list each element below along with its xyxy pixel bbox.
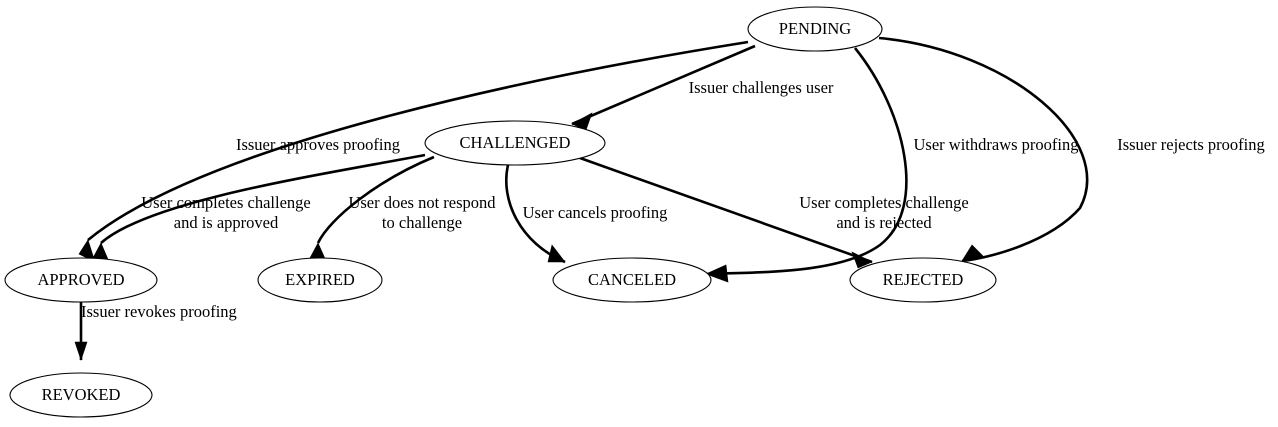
arrowhead-icon: [851, 251, 873, 269]
edge-label-pending-challenged: Issuer challenges user: [689, 78, 834, 97]
edge-line-challenged-approved: [100, 153, 426, 244]
edge-line-pending-challenged: [571, 44, 756, 126]
node-label-challenged: CHALLENGED: [460, 133, 571, 152]
edge-challenged-canceled: User cancels proofing: [505, 164, 668, 264]
edge-label-challenged-approved: User completes challenge: [141, 193, 311, 212]
node-ellipse-pending[interactable]: [747, 6, 883, 52]
node-rejected[interactable]: REJECTED: [849, 257, 997, 303]
node-label-expired: EXPIRED: [285, 270, 355, 289]
edge-label-challenged-expired: User does not respond: [348, 193, 496, 212]
edge-label-challenged-canceled: User cancels proofing: [523, 203, 668, 222]
node-ellipse-revoked[interactable]: [9, 372, 153, 418]
node-approved[interactable]: APPROVED: [4, 257, 158, 303]
edge-label-challenged-expired: to challenge: [382, 213, 462, 232]
edge-pending-canceled: User withdraws proofing: [705, 47, 1079, 283]
edge-pending-challenged: Issuer challenges user: [571, 44, 834, 131]
node-label-revoked: REVOKED: [42, 385, 121, 404]
edge-line-pending-rejected: [878, 36, 1089, 263]
edge-line-challenged-expired: [316, 155, 435, 244]
edge-pending-rejected: Issuer rejects proofing: [878, 36, 1265, 263]
edge-label-challenged-approved: and is approved: [174, 213, 279, 232]
node-ellipse-approved[interactable]: [4, 257, 158, 303]
node-ellipse-canceled[interactable]: [552, 257, 712, 303]
edge-line-pending-approved: [87, 40, 749, 242]
arrowhead-icon: [961, 244, 985, 262]
edge-pending-approved: Issuer approves proofing: [78, 40, 749, 263]
arrowhead-icon: [547, 244, 566, 263]
node-revoked[interactable]: REVOKED: [9, 372, 153, 418]
edge-label-pending-canceled: User withdraws proofing: [914, 135, 1079, 154]
nodes-layer: PENDING CHALLENGED APPROVED EXPIRED CANCELED…: [4, 6, 997, 418]
node-label-pending: PENDING: [779, 19, 851, 38]
node-ellipse-expired[interactable]: [257, 257, 383, 303]
edge-line-pending-canceled: [705, 47, 908, 276]
node-label-rejected: REJECTED: [883, 270, 964, 289]
node-pending[interactable]: PENDING: [747, 6, 883, 52]
edge-label-approved-revoked: Issuer revokes proofing: [81, 302, 237, 321]
edge-label-pending-approved: Issuer approves proofing: [236, 135, 400, 154]
edge-label-challenged-rejected: and is rejected: [836, 213, 932, 232]
edge-approved-revoked: Issuer revokes proofing: [74, 302, 237, 361]
edge-line-challenged-rejected: [579, 156, 873, 264]
node-ellipse-challenged[interactable]: [424, 120, 606, 166]
edge-label-pending-rejected: Issuer rejects proofing: [1117, 135, 1265, 154]
node-canceled[interactable]: CANCELED: [552, 257, 712, 303]
node-label-canceled: CANCELED: [588, 270, 676, 289]
node-expired[interactable]: EXPIRED: [257, 257, 383, 303]
node-challenged[interactable]: CHALLENGED: [424, 120, 606, 166]
edge-label-challenged-rejected: User completes challenge: [799, 193, 969, 212]
arrowhead-icon: [74, 341, 88, 361]
node-ellipse-rejected[interactable]: [849, 257, 997, 303]
arrowhead-icon: [705, 264, 729, 283]
node-label-approved: APPROVED: [37, 270, 124, 289]
